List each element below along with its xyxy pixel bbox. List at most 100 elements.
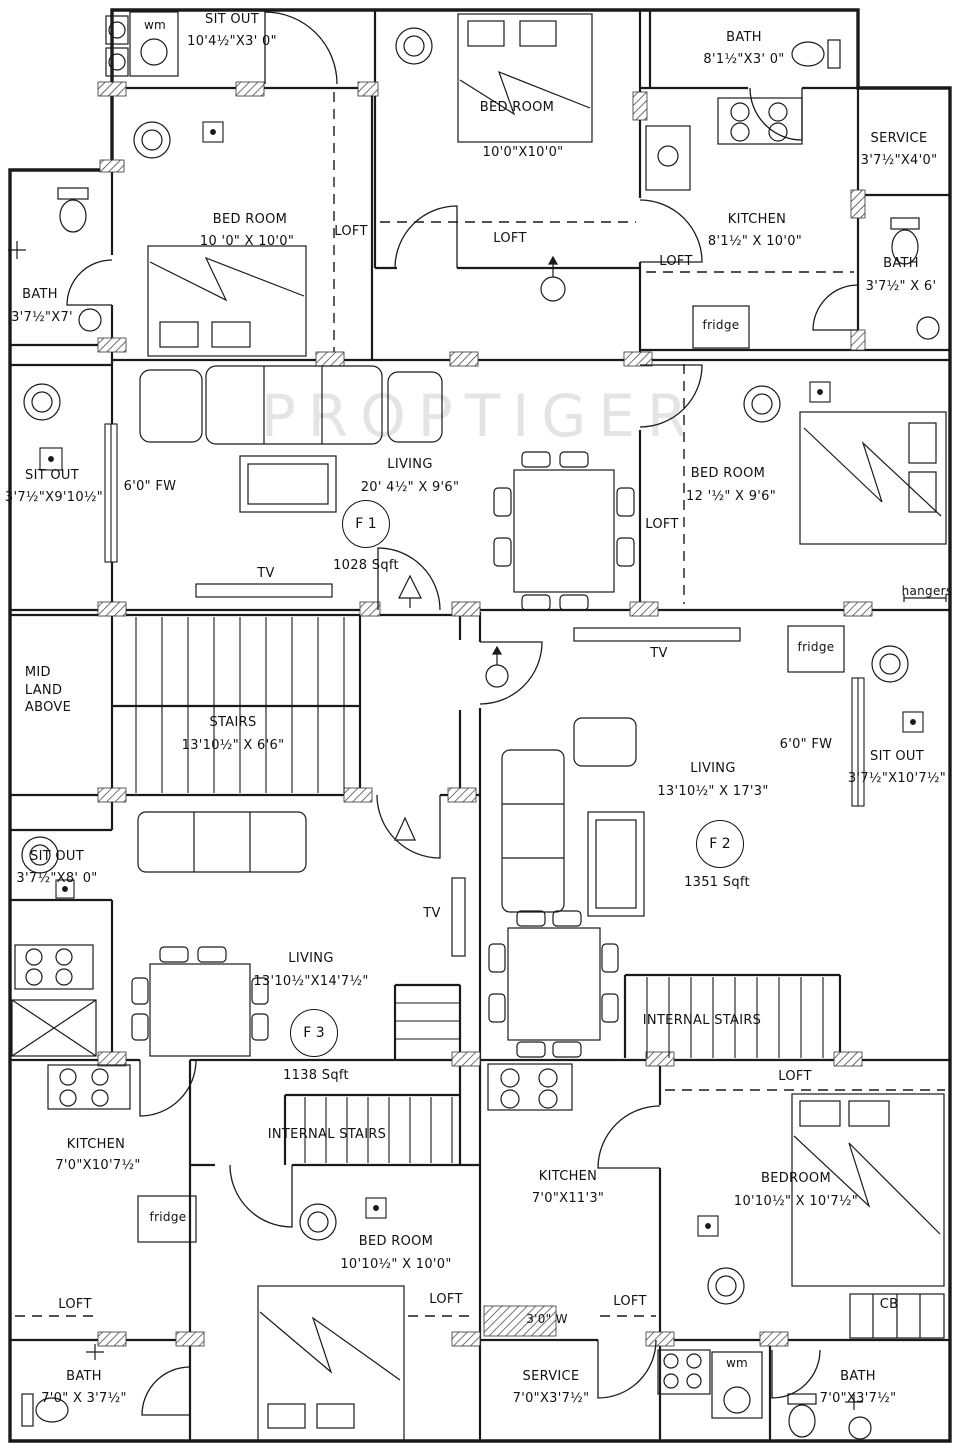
- tv-units: [195, 583, 741, 957]
- door-swings: [66, 11, 859, 1416]
- stove-kitchen-f1: [645, 97, 803, 191]
- room-dims-bath-br: 7'0"X3'7½": [819, 1391, 897, 1406]
- room-dims-bedroom-f2: 10'10½" X 10'7½": [733, 1194, 859, 1209]
- hangers-rail: [903, 594, 947, 602]
- fw-label-f1: 6'0" FW: [123, 479, 177, 494]
- dining-f1: [493, 451, 635, 611]
- loft-label-5: LOFT: [778, 1069, 812, 1084]
- hangers-label: hangers: [901, 584, 953, 598]
- internal-stairs-f2-treads: [646, 977, 824, 1058]
- room-dims-kitchen-f2: 7'0"X11'3": [531, 1191, 605, 1206]
- room-label-bath-right: BATH: [883, 256, 919, 271]
- washing-machine-bottom: [711, 1351, 763, 1419]
- stove-utility-left: [11, 944, 97, 1057]
- cupboard-cb: [849, 1293, 945, 1339]
- room-label-living-f1: LIVING: [387, 457, 433, 472]
- cb-label: CB: [879, 1297, 899, 1312]
- loft-label-3: LOFT: [659, 254, 693, 269]
- area-label-f1: 1028 Sqft: [333, 558, 399, 573]
- main-stairs-treads: [135, 617, 345, 793]
- side-tables: [39, 121, 924, 1237]
- room-dims-bath-tr: 8'1½"X3' 0": [703, 52, 785, 67]
- sofa-f2: [501, 717, 645, 917]
- loft-dashed-lines: [15, 92, 945, 1317]
- wm-label-top: wm: [143, 18, 167, 32]
- bed-top-bedroom: [457, 13, 593, 143]
- room-label-bath-br: BATH: [840, 1369, 876, 1384]
- tv-label-f1: TV: [257, 566, 275, 581]
- wall-hatch-blocks: [97, 81, 873, 1347]
- loft-label-6: LOFT: [58, 1297, 92, 1312]
- dining-f3: [131, 946, 269, 1057]
- room-dims-service-b: 7'0"X3'7½": [512, 1391, 590, 1406]
- room-label-bath-bl: BATH: [66, 1369, 102, 1384]
- room-label-sitout-l1: SIT OUT: [25, 468, 79, 483]
- toilet-bath-right: [890, 217, 940, 340]
- loft-label-8: LOFT: [613, 1294, 647, 1309]
- toilet-bath-bl: [21, 1344, 104, 1427]
- flat-badge-f2: F 2: [696, 820, 744, 868]
- room-dims-bath-right: 3'7½" X 6': [865, 279, 937, 294]
- sofa-f3: [137, 811, 307, 873]
- bed-f2-bedroom: [791, 1093, 945, 1287]
- bed-left-bedroom: [147, 245, 307, 357]
- toilet-bath-br: [787, 1393, 872, 1440]
- toilet-bath-top: [791, 39, 841, 69]
- room-dims-service-r: 3'7½"X4'0": [860, 153, 938, 168]
- room-label-bath-tr: BATH: [726, 30, 762, 45]
- fridge-label-f1: fridge: [702, 318, 740, 332]
- fridge-boxes: [137, 305, 845, 1243]
- flat-badge-f3: F 3: [290, 1009, 338, 1057]
- window-w-label: 3'0" W: [526, 1312, 568, 1326]
- bed-f3-bedroom: [257, 1285, 405, 1442]
- bed-f1-bedroom: [799, 411, 947, 545]
- sink-units-top-left: [105, 15, 129, 77]
- room-dims-sitout-l1: 3'7½"X9'10½": [4, 490, 104, 505]
- room-label-bedroom-f2: BEDROOM: [761, 1171, 831, 1186]
- room-label-living-f3: LIVING: [288, 951, 334, 966]
- stove-service-bottom: [657, 1349, 711, 1395]
- internal-stairs-label-f3: INTERNAL STAIRS: [267, 1127, 387, 1142]
- room-label-service-r: SERVICE: [870, 131, 928, 146]
- room-dims-bedroom-top: 10'0"X10'0": [482, 145, 564, 160]
- room-dims-bedroom-left: 10 '0" X 10'0": [199, 234, 295, 249]
- fridge-label-f2: fridge: [797, 640, 835, 654]
- french-windows: [104, 423, 865, 807]
- room-label-sitout-r2: SIT OUT: [870, 749, 924, 764]
- round-chairs: [21, 27, 909, 1305]
- dining-f2: [488, 910, 619, 1058]
- room-label-bedroom-f3: BED ROOM: [358, 1234, 434, 1249]
- walls-outer: [8, 8, 952, 1443]
- room-label-service-b: SERVICE: [522, 1369, 580, 1384]
- toilet-bath-left: [8, 187, 102, 332]
- watermark: PROPTIGER: [260, 382, 700, 450]
- room-dims-kitchen-f1: 8'1½" X 10'0": [707, 234, 803, 249]
- tv-label-f3: TV: [423, 906, 441, 921]
- room-dims-bedroom-f1: 12 '½" X 9'6": [686, 489, 776, 504]
- room-dims-living-f2: 13'10½" X 17'3": [657, 784, 769, 799]
- room-dims-bedroom-f3: 10'10½" X 10'0": [340, 1257, 452, 1272]
- loft-label-4: LOFT: [645, 517, 679, 532]
- fw-label-f2: 6'0" FW: [779, 737, 833, 752]
- room-label-kitchen-f2: KITCHEN: [538, 1169, 598, 1184]
- room-label-sitout-l3: SIT OUT: [30, 849, 84, 864]
- loft-label-7: LOFT: [429, 1292, 463, 1307]
- fan-symbols: [394, 255, 566, 841]
- wm-label-bottom: wm: [725, 1356, 749, 1370]
- area-label-f3: 1138 Sqft: [283, 1068, 349, 1083]
- window-3ft: [483, 1305, 557, 1337]
- room-label-living-f2: LIVING: [690, 761, 736, 776]
- room-label-bedroom-f1: BED ROOM: [690, 466, 766, 481]
- stove-kitchen-f3: [47, 1064, 131, 1110]
- walls-inner: [10, 10, 950, 1441]
- room-label-bath-left: BATH: [22, 287, 58, 302]
- midland-label: MID LAND ABOVE: [24, 665, 72, 716]
- room-label-bedroom-left: BED ROOM: [212, 212, 288, 227]
- room-dims-sitout-l3: 3'7½"X8' 0": [16, 871, 98, 886]
- internal-stairs-label-f2: INTERNAL STAIRS: [642, 1013, 762, 1028]
- room-label-sitout-tl: SIT OUT: [205, 12, 259, 27]
- room-dims-bath-bl: 7'0" X 3'7½": [41, 1391, 127, 1406]
- area-label-f2: 1351 Sqft: [684, 875, 750, 890]
